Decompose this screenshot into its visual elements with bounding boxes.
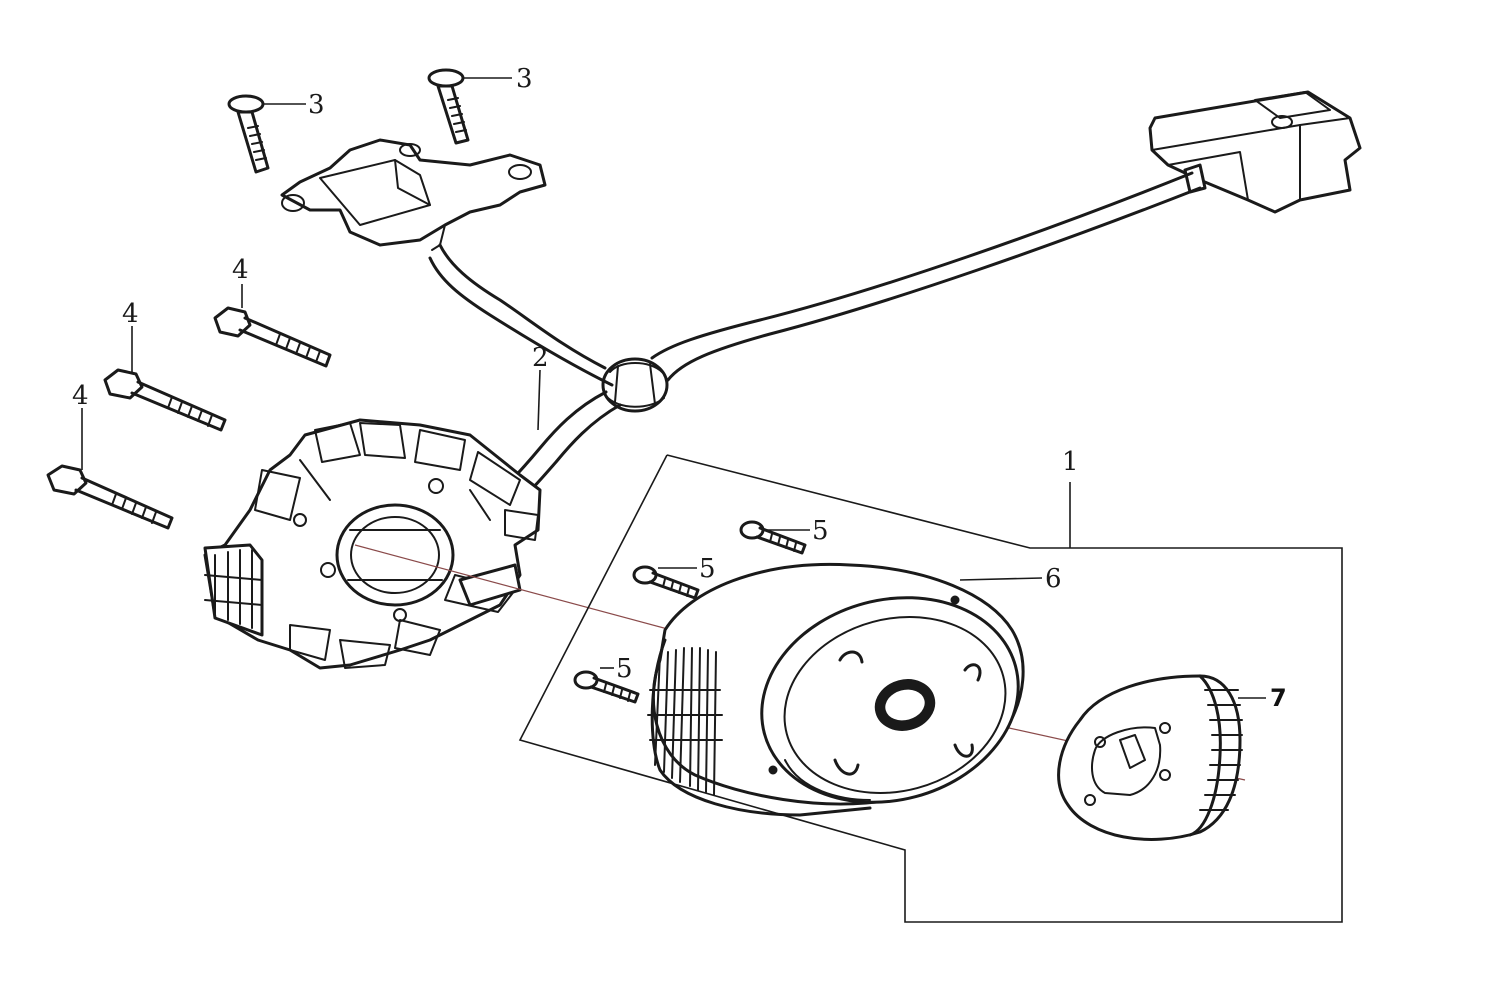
pickup-coil <box>280 138 547 251</box>
callout-4-top: 4 <box>232 255 249 285</box>
bolt-4-bottom <box>46 464 174 530</box>
leader-6 <box>959 577 1043 581</box>
screw-3-right <box>427 68 470 145</box>
callout-5-bottom: 5 <box>616 654 633 684</box>
callout-3-right: 3 <box>516 64 533 94</box>
screw-3-left <box>227 94 270 174</box>
harness-cable <box>428 171 1202 506</box>
center-axis-stator <box>354 544 691 636</box>
connector-plug <box>1148 90 1362 214</box>
leader-2 <box>537 369 541 431</box>
screw-5-top <box>739 520 807 555</box>
callout-5-top: 5 <box>812 516 829 546</box>
callout-3-left: 3 <box>308 90 325 120</box>
screw-5-middle <box>632 565 700 600</box>
callout-4-middle: 4 <box>122 299 139 329</box>
callout-5-middle: 5 <box>699 554 716 584</box>
callout-4-bottom: 4 <box>72 381 89 411</box>
callout-7: 7 <box>1270 684 1287 712</box>
callout-6: 6 <box>1045 564 1062 594</box>
bolt-4-top <box>213 306 332 368</box>
callout-2: 2 <box>532 343 549 373</box>
assembly-bracket <box>518 454 1343 923</box>
bolt-4-middle <box>103 368 227 432</box>
screw-5-bottom <box>573 670 640 704</box>
callout-1: 1 <box>1062 447 1079 477</box>
starter-clutch-plate <box>1057 674 1243 841</box>
flywheel-rotor <box>647 562 1025 817</box>
stator <box>203 418 542 670</box>
